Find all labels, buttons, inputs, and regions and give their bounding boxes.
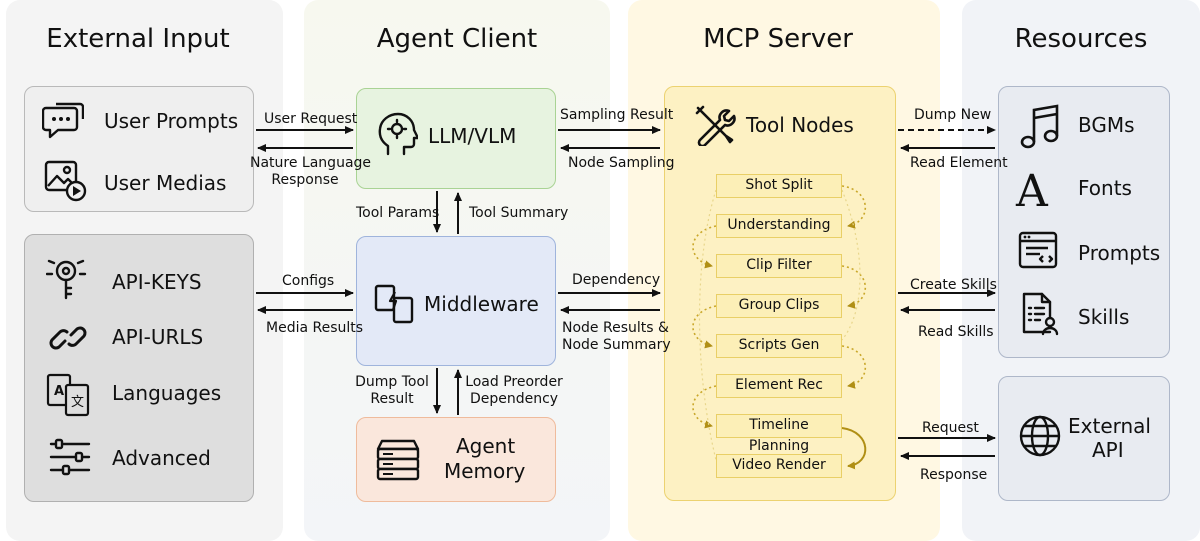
edge-dump-new: Dump New — [914, 107, 992, 123]
edge-nature-language-1: Nature Language — [250, 155, 372, 171]
edge-node-sampling: Node Sampling — [568, 155, 675, 171]
music-note-icon — [1020, 104, 1059, 149]
code-window-icon — [1018, 231, 1058, 269]
edge-configs: Configs — [282, 273, 335, 289]
mcp-server-title: MCP Server — [703, 24, 853, 54]
media-icon — [44, 160, 87, 202]
advanced-label: Advanced — [112, 446, 211, 470]
edge-sampling-result: Sampling Result — [560, 107, 674, 123]
edge-nature-language-2: Response — [271, 172, 339, 188]
api-keys-label: API-KEYS — [112, 270, 202, 294]
tools-icon — [695, 105, 736, 146]
external-input-title: External Input — [46, 24, 230, 54]
key-icon — [46, 259, 87, 300]
edge-dependency: Dependency — [572, 272, 661, 288]
resources-title: Resources — [1014, 24, 1148, 54]
tool-nodes-label: Tool Nodes — [746, 113, 854, 137]
server-stack-icon — [376, 439, 420, 481]
font-letter-icon: A — [1015, 166, 1049, 212]
fonts-label: Fonts — [1078, 176, 1132, 200]
brain-head-icon — [378, 112, 418, 156]
skills-label: Skills — [1078, 305, 1130, 329]
edge-read-skills: Read Skills — [918, 324, 994, 340]
chat-bubbles-icon — [42, 102, 84, 139]
translate-icon: A 文 — [46, 373, 90, 417]
edge-tool-params: Tool Params — [356, 205, 440, 221]
api-urls-label: API-URLS — [112, 325, 204, 349]
user-medias-label: User Medias — [104, 171, 227, 195]
edge-dump-tool-1: Dump Tool — [355, 374, 429, 390]
sliders-icon — [49, 438, 91, 476]
edge-request: Request — [922, 420, 979, 436]
edge-read-element: Read Element — [910, 155, 1008, 171]
node-video-render: Video Render — [716, 454, 842, 478]
node-element-rec: Element Rec — [716, 374, 842, 398]
middleware-icon — [374, 284, 414, 324]
skills-document-icon — [1022, 292, 1059, 336]
agent-client-title: Agent Client — [376, 24, 538, 54]
edge-node-results-1: Node Results & — [562, 320, 669, 336]
edge-node-results-2: Node Summary — [562, 337, 671, 353]
resources-box — [998, 86, 1170, 358]
node-group-clips: Group Clips — [716, 294, 842, 318]
llm-vlm-box — [356, 88, 556, 189]
bgms-label: BGMs — [1078, 113, 1135, 137]
edge-create-skills: Create Skills — [910, 277, 997, 293]
edge-user-request: User Request — [264, 111, 358, 127]
edge-load-preorder-1: Load Preorder — [465, 374, 563, 390]
user-prompts-label: User Prompts — [104, 109, 239, 133]
link-icon — [49, 326, 87, 350]
agent-memory-label-2: Memory — [444, 459, 526, 483]
languages-label: Languages — [112, 381, 222, 405]
external-api-label-1: External — [1068, 414, 1151, 438]
node-shot-split: Shot Split — [716, 174, 842, 198]
node-scripts-gen: Scripts Gen — [716, 334, 842, 358]
node-understanding: Understanding — [716, 214, 842, 238]
node-timeline-planning: Timeline Planning — [716, 414, 842, 454]
svg-text:A: A — [1015, 166, 1049, 212]
agent-memory-label-1: Agent — [456, 434, 516, 458]
external-api-label-2: API — [1092, 438, 1124, 462]
globe-icon — [1019, 415, 1061, 457]
edge-media-results: Media Results — [266, 320, 364, 336]
external-api-box — [998, 376, 1170, 501]
svg-text:文: 文 — [71, 395, 84, 410]
edge-response: Response — [920, 467, 988, 483]
prompts-label: Prompts — [1078, 241, 1161, 265]
edge-load-preorder-2: Dependency — [469, 391, 559, 407]
edge-tool-summary: Tool Summary — [469, 205, 569, 221]
svg-text:A: A — [54, 384, 64, 399]
middleware-label: Middleware — [424, 292, 539, 316]
llm-vlm-label: LLM/VLM — [428, 124, 517, 148]
edge-dump-tool-2: Result — [370, 391, 414, 407]
node-clip-filter: Clip Filter — [716, 254, 842, 278]
